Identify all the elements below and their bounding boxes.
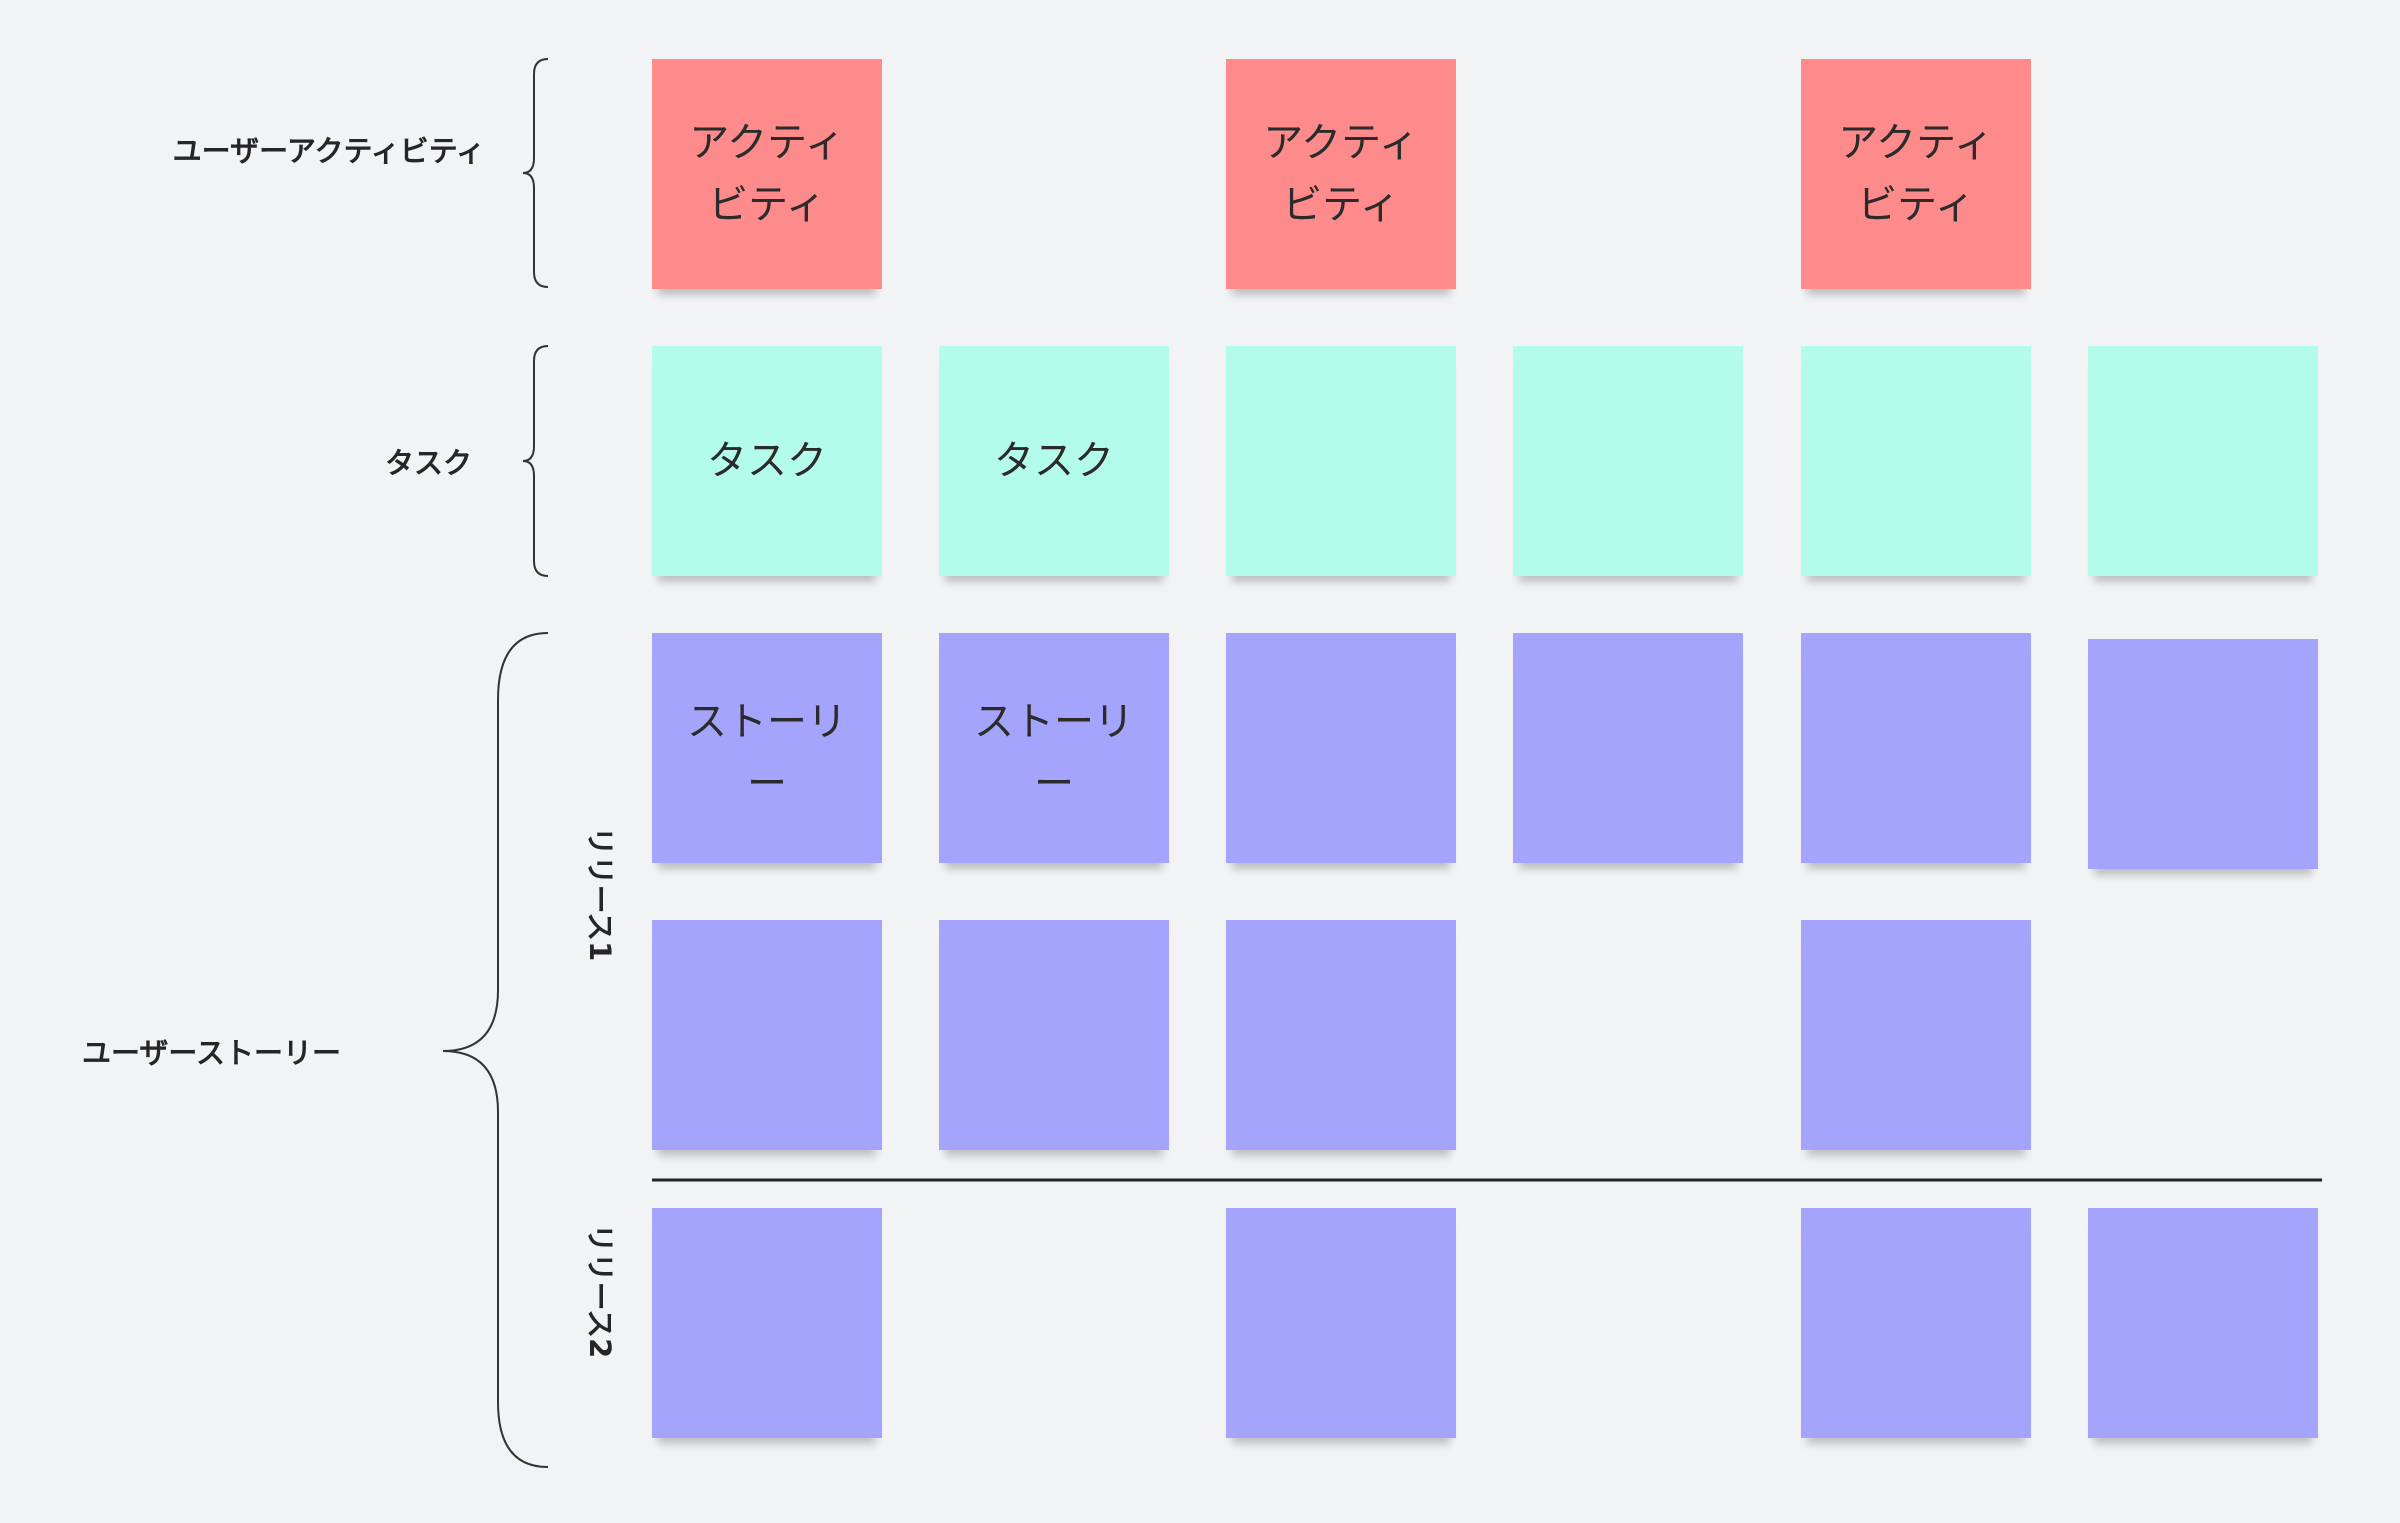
sticky-text: ストーリー bbox=[974, 699, 1134, 807]
task-sticky[interactable]: タスク bbox=[652, 346, 882, 576]
task-sticky[interactable] bbox=[1513, 346, 1743, 576]
release1-label: リリース1 bbox=[583, 826, 617, 962]
sticky-text: ストーリー bbox=[687, 699, 847, 807]
story-sticky[interactable] bbox=[2088, 1208, 2318, 1438]
release2-label: リリース2 bbox=[583, 1223, 617, 1359]
story-sticky[interactable] bbox=[1513, 633, 1743, 863]
story-row-label: ユーザーストーリー bbox=[82, 1036, 341, 1070]
task-sticky[interactable] bbox=[2088, 346, 2318, 576]
story-sticky[interactable] bbox=[1801, 633, 2031, 863]
story-sticky[interactable]: ストーリー bbox=[652, 633, 882, 863]
activity-row-label: ユーザーアクティビティ bbox=[172, 134, 485, 168]
task-brace bbox=[522, 345, 549, 577]
task-sticky[interactable]: タスク bbox=[939, 346, 1169, 576]
story-sticky[interactable] bbox=[1226, 920, 1456, 1150]
sticky-text: アクティビティ bbox=[1263, 120, 1419, 228]
sticky-text: タスク bbox=[994, 438, 1114, 484]
activity-sticky[interactable]: アクティビティ bbox=[652, 59, 882, 289]
story-brace bbox=[442, 632, 549, 1468]
story-sticky[interactable]: ストーリー bbox=[939, 633, 1169, 863]
story-sticky[interactable] bbox=[1801, 1208, 2031, 1438]
task-row-label: タスク bbox=[385, 446, 473, 480]
story-sticky[interactable] bbox=[1226, 633, 1456, 863]
task-sticky[interactable] bbox=[1801, 346, 2031, 576]
activity-sticky[interactable]: アクティビティ bbox=[1801, 59, 2031, 289]
story-sticky[interactable] bbox=[652, 1208, 882, 1438]
sticky-text: アクティビティ bbox=[689, 120, 845, 228]
task-sticky[interactable] bbox=[1226, 346, 1456, 576]
story-sticky[interactable] bbox=[1801, 920, 2031, 1150]
story-sticky[interactable] bbox=[2088, 639, 2318, 869]
story-sticky[interactable] bbox=[1226, 1208, 1456, 1438]
sticky-text: アクティビティ bbox=[1838, 120, 1994, 228]
activity-sticky[interactable]: アクティビティ bbox=[1226, 59, 1456, 289]
story-sticky[interactable] bbox=[939, 920, 1169, 1150]
story-sticky[interactable] bbox=[652, 920, 882, 1150]
activity-brace bbox=[522, 58, 549, 288]
sticky-text: タスク bbox=[707, 438, 827, 484]
